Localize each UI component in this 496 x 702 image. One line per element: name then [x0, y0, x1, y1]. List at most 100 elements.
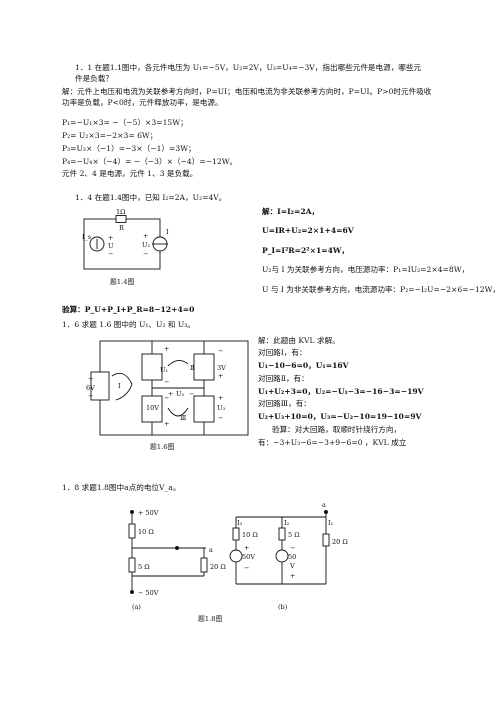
- figure-1-8b-circuit: a I₃ I₂ I₁ 10 Ω 5 Ω 20 Ω + 50V − − 50 V …: [229, 501, 348, 611]
- p16-solution-6: U₂+U₃+10=0，U₃=−U₂−10=19−10=9V: [258, 412, 422, 421]
- label-b-10-ohm: 10 Ω: [242, 531, 258, 539]
- element-6v: [90, 371, 110, 401]
- label-10v-minus: −: [164, 394, 169, 402]
- label-i: I: [166, 228, 169, 236]
- label-3v-plus: +: [218, 372, 223, 380]
- power-eq-4: P₄=−U₄×（−4）= −（−3）×（−4）=−12W。: [62, 157, 238, 166]
- figure-1-8-caption: 题1.8图: [198, 615, 223, 623]
- p16-solution-4: U₁+U₂+3=0，U₂=−U₁−3=−16−3=−19V: [258, 387, 424, 396]
- label-20-ohm: 20 Ω: [210, 563, 226, 571]
- loop-iii-arrow: [167, 407, 189, 417]
- figure-1-4-caption: 题1.4图: [110, 278, 135, 286]
- voltage-source-b2: [275, 549, 289, 563]
- label-u2: U₂: [176, 390, 184, 398]
- p16-solution-0: 解：此题由 KVL 求解。: [258, 336, 340, 345]
- label-r: R: [119, 224, 125, 232]
- resistor-20: [200, 557, 208, 573]
- problem-1-4-question: 1．4 在题1.4图中，已知 I₂=2A，U₂=4V。: [75, 193, 227, 202]
- p14-solution-2: P_I=I²R=2²×1=4W，: [262, 246, 349, 255]
- label-6v-plus: +: [88, 375, 93, 383]
- problem-1-6-question: 1．6 求题 1.6 图中的 U₁、U₂ 和 U₃。: [62, 320, 195, 329]
- label-minus-u: −: [108, 250, 113, 258]
- element-3v: [193, 353, 215, 381]
- label-node-a: a: [209, 546, 213, 554]
- power-eq-1: P₁=−U₁×3= −（−5）×3=15W；: [62, 118, 188, 127]
- resistor-r: [115, 215, 127, 223]
- label-fig-b: (b): [278, 603, 288, 611]
- element-10v: [141, 395, 163, 423]
- element-u3: [193, 395, 215, 423]
- label-6v-minus: −: [88, 392, 93, 400]
- resistor-10: [128, 523, 136, 539]
- label-5-ohm: 5 Ω: [138, 563, 150, 571]
- problem-1-1-question: 1．1 在题1.1图中，各元件电压为 U₁=−5V，U₂=2V，U₃=U₄=−3…: [75, 63, 422, 83]
- label-u1-minus: −: [164, 378, 169, 386]
- label-b-5-ohm: 5 Ω: [288, 531, 300, 539]
- label-u2-minus: −: [189, 390, 194, 398]
- label-10v-plus: +: [164, 420, 169, 428]
- label-fig-a: (a): [132, 603, 141, 611]
- label-i2: I₂: [284, 519, 290, 527]
- label-i1: I₁: [328, 519, 334, 527]
- label-b-20-ohm: 20 Ω: [332, 538, 348, 546]
- element-u1: [141, 353, 163, 381]
- p14-check: 验算：P_U+P_I+P_R=8−12+4=0: [62, 305, 195, 314]
- loop-ii-arrow: [167, 360, 189, 367]
- label-10-ohm: 10 Ω: [138, 528, 154, 536]
- figure-1-6-caption: 题1.6图: [150, 443, 175, 451]
- p16-solution-8: 有：−3+U₃−6=−3+9−6=0 ，KVL 成立: [258, 438, 407, 447]
- p16-solution-1: 对回路Ⅰ，有：: [258, 348, 307, 357]
- figure-1-4-circuit: 1Ω R I_s + U − + U₂ − I 题1.4图: [82, 208, 169, 286]
- problem-1-1-conclusion: 元件 2、4 是电源，元件 1、3 是负载。: [62, 169, 198, 178]
- label-u: U: [108, 242, 114, 250]
- label-u1-plus: +: [164, 345, 169, 353]
- label-b1-50v: 50V: [242, 553, 255, 561]
- label-u3: U₃: [217, 404, 225, 412]
- figure-1-6-circuit: + 6V − Ⅰ + U₁ − Ⅱ − 3V + + U₂ − − 10V + …: [86, 340, 249, 451]
- resistor-5: [128, 557, 136, 573]
- label-plus-u2: +: [143, 232, 148, 240]
- label-u3-minus: −: [218, 414, 223, 422]
- p14-solution-4: U 与 I 为非关联参考方向，电流源功率：P₂=−I₂U=−2×6=−12W，: [262, 285, 496, 294]
- label-u3-plus: +: [218, 394, 223, 402]
- p14-solution-3: U₂与 I 为关联参考方向，电压源功率：P₁=IU₂=2×4=8W，: [262, 265, 470, 274]
- resistor-b-5: [278, 527, 286, 541]
- p14-solution-1: U=IR+U₂=2×1+4=6V: [262, 226, 354, 235]
- label-3v: 3V: [217, 364, 226, 372]
- label-3v-minus: −: [218, 347, 223, 355]
- label-u2-plus: +: [168, 390, 173, 398]
- label-plus-u: +: [108, 234, 113, 242]
- label-loop-ii: Ⅱ: [190, 364, 195, 372]
- label-b1-plus: +: [244, 544, 249, 552]
- p16-solution-5: 对回路Ⅲ，有：: [258, 399, 311, 408]
- label-i3: I₃: [237, 519, 243, 527]
- label-minus-50v: − 50V: [138, 589, 159, 597]
- label-u2: U₂: [142, 241, 150, 249]
- p16-solution-2: U₁−10−6=0，U₁=16V: [258, 361, 349, 370]
- power-eq-3: P₃=U₃×（−1）=−3×（−1）=3W；: [62, 144, 196, 153]
- label-b-node-a: a: [322, 501, 326, 509]
- label-b2-plus: +: [290, 572, 295, 580]
- power-eq-2: P₂= U₂×3=−2×3= 6W；: [62, 131, 158, 140]
- problem-1-1-intro: 解：元件上电压和电流为关联参考方向时，P=UI；电压和电流为非关联参考方向时，P…: [62, 87, 432, 107]
- label-b2-minus: −: [290, 544, 295, 552]
- label-is: I_s: [82, 233, 91, 241]
- label-loop-i: Ⅰ: [118, 382, 121, 390]
- problem-1-8-question: 1．8 求题1.8图中a点的电位V_a。: [62, 483, 181, 492]
- voltage-source-b1: [229, 549, 243, 563]
- loop-i-arrow: [111, 372, 133, 401]
- label-r-value: 1Ω: [116, 208, 126, 216]
- label-6v: 6V: [86, 384, 95, 392]
- resistor-b-20: [322, 533, 330, 547]
- resistor-b-10: [232, 527, 240, 541]
- label-10v: 10V: [146, 404, 159, 412]
- p16-solution-3: 对回路Ⅱ，有：: [258, 374, 309, 383]
- label-u1: U₁: [160, 366, 168, 374]
- label-b2-50: 50: [288, 553, 296, 561]
- p16-solution-7: 验算：对大回路，取顺时针绕行方向，: [272, 425, 402, 434]
- label-plus-50v: + 50V: [138, 509, 159, 517]
- p14-solution-0: 解：I=I₂=2A，: [262, 207, 320, 216]
- label-b1-minus: −: [244, 564, 249, 572]
- label-minus-u2: −: [143, 250, 148, 258]
